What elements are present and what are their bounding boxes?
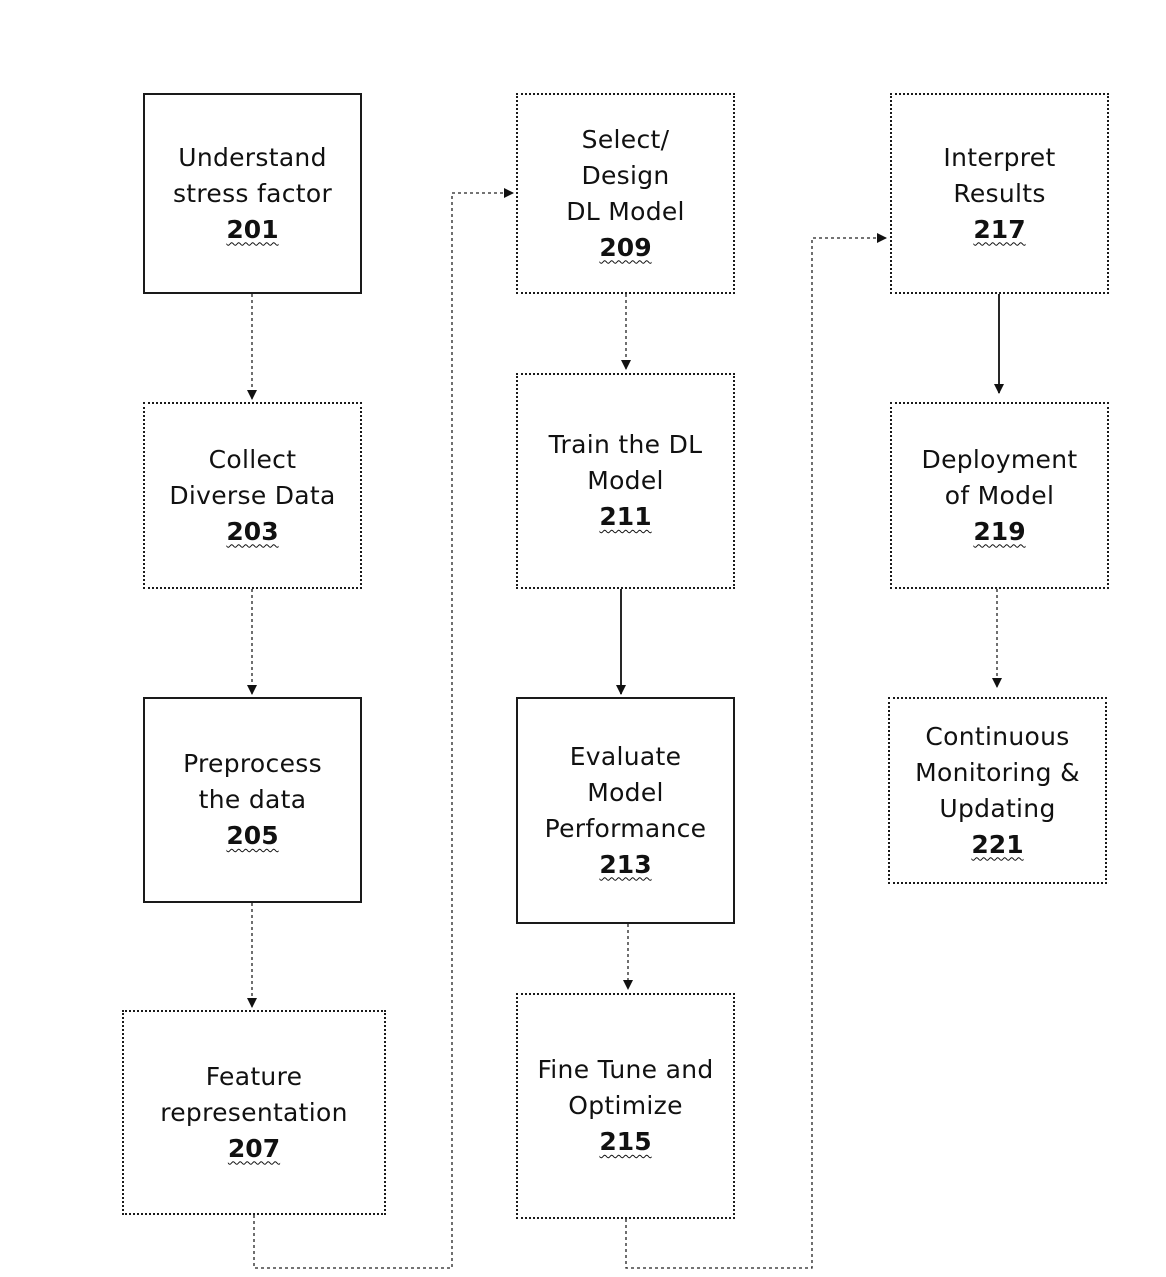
step-207-line-2: representation	[160, 1095, 348, 1131]
step-207-line-1: Feature	[206, 1059, 303, 1095]
step-213-line-3: Performance	[545, 811, 707, 847]
step-217-ref: 217	[973, 212, 1025, 248]
step-221-line-1: Continuous	[925, 719, 1069, 755]
step-219-line-1: Deployment	[922, 442, 1078, 478]
step-201-box: Understand stress factor 201	[143, 93, 362, 294]
step-215-ref: 215	[599, 1124, 651, 1160]
step-213-line-1: Evaluate	[570, 739, 682, 775]
step-215-box: Fine Tune and Optimize 215	[516, 993, 735, 1219]
step-209-line-3: DL Model	[566, 194, 685, 230]
step-221-ref: 221	[971, 827, 1023, 863]
step-219-box: Deployment of Model 219	[890, 402, 1109, 589]
step-203-box: Collect Diverse Data 203	[143, 402, 362, 589]
step-201-line-2: stress factor	[173, 176, 332, 212]
step-217-box: Interpret Results 217	[890, 93, 1109, 294]
step-211-ref: 211	[599, 499, 651, 535]
step-205-line-2: the data	[199, 782, 307, 818]
step-209-box: Select/ Design DL Model 209	[516, 93, 735, 294]
step-215-line-1: Fine Tune and	[537, 1052, 713, 1088]
step-203-line-1: Collect	[209, 442, 297, 478]
step-221-box: Continuous Monitoring & Updating 221	[888, 697, 1107, 884]
step-209-line-2: Design	[581, 158, 669, 194]
step-219-ref: 219	[973, 514, 1025, 550]
step-215-line-2: Optimize	[568, 1088, 683, 1124]
step-221-line-3: Updating	[939, 791, 1055, 827]
step-205-line-1: Preprocess	[183, 746, 322, 782]
step-205-box: Preprocess the data 205	[143, 697, 362, 903]
step-207-box: Feature representation 207	[122, 1010, 386, 1215]
step-211-line-1: Train the DL	[549, 427, 703, 463]
step-209-ref: 209	[599, 230, 651, 266]
step-213-box: Evaluate Model Performance 213	[516, 697, 735, 924]
step-209-line-1: Select/	[582, 122, 670, 158]
step-213-line-2: Model	[587, 775, 664, 811]
step-205-ref: 205	[226, 818, 278, 854]
step-201-line-1: Understand	[178, 140, 327, 176]
step-213-ref: 213	[599, 847, 651, 883]
step-211-box: Train the DL Model 211	[516, 373, 735, 589]
step-217-line-1: Interpret	[943, 140, 1055, 176]
step-201-ref: 201	[226, 212, 278, 248]
step-219-line-2: of Model	[945, 478, 1055, 514]
step-203-ref: 203	[226, 514, 278, 550]
step-221-line-2: Monitoring &	[915, 755, 1080, 791]
step-211-line-2: Model	[587, 463, 664, 499]
step-207-ref: 207	[228, 1131, 280, 1167]
step-217-line-2: Results	[953, 176, 1045, 212]
step-203-line-2: Diverse Data	[169, 478, 335, 514]
